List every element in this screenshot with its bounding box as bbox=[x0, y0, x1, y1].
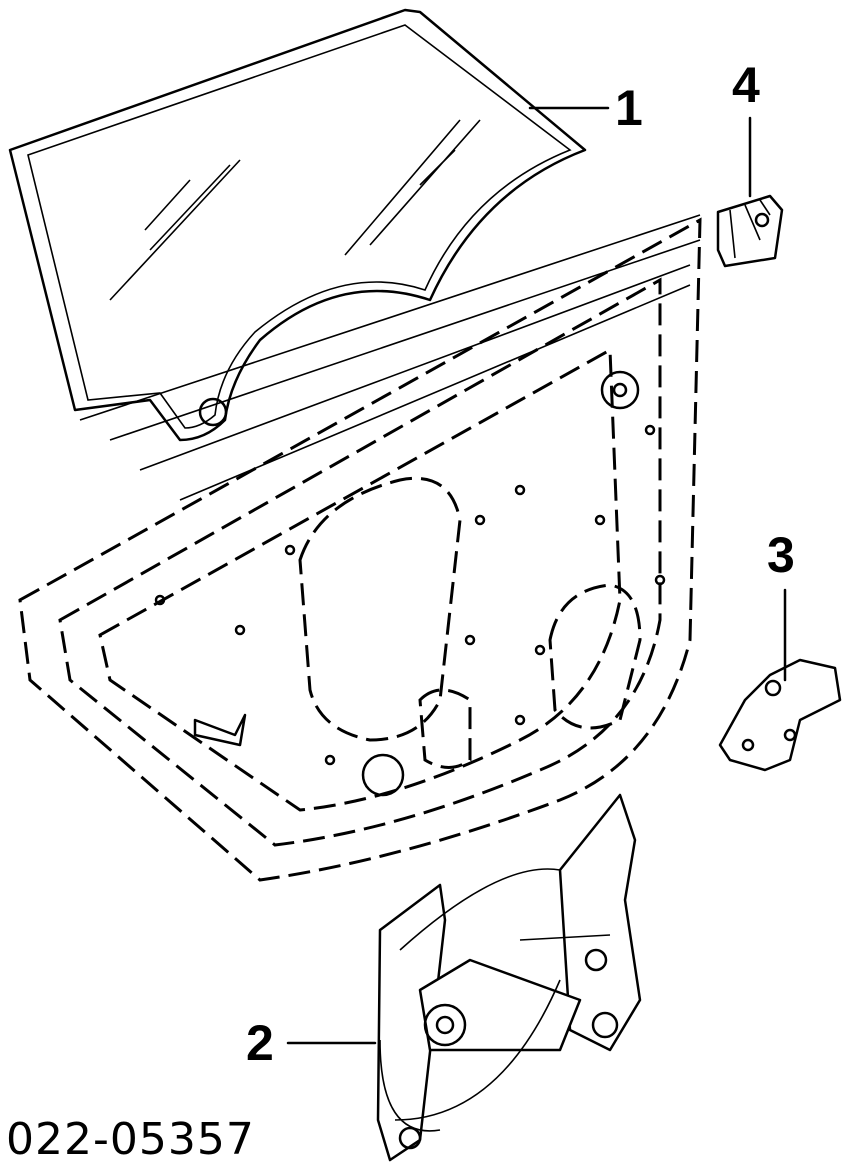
door-glass bbox=[8, 8, 587, 442]
callout-4-clip: 4 bbox=[732, 57, 760, 113]
door-inner-panel bbox=[18, 214, 702, 882]
window-motor bbox=[718, 658, 842, 772]
window-regulator bbox=[376, 793, 642, 1162]
window-clip bbox=[716, 194, 784, 268]
callout-2-regulator: 2 bbox=[246, 1015, 274, 1071]
part-number: 022-05357 bbox=[6, 1114, 255, 1165]
callout-3-motor: 3 bbox=[767, 527, 795, 583]
callout-1-glass: 1 bbox=[615, 80, 643, 136]
leader-lines bbox=[286, 106, 787, 1045]
